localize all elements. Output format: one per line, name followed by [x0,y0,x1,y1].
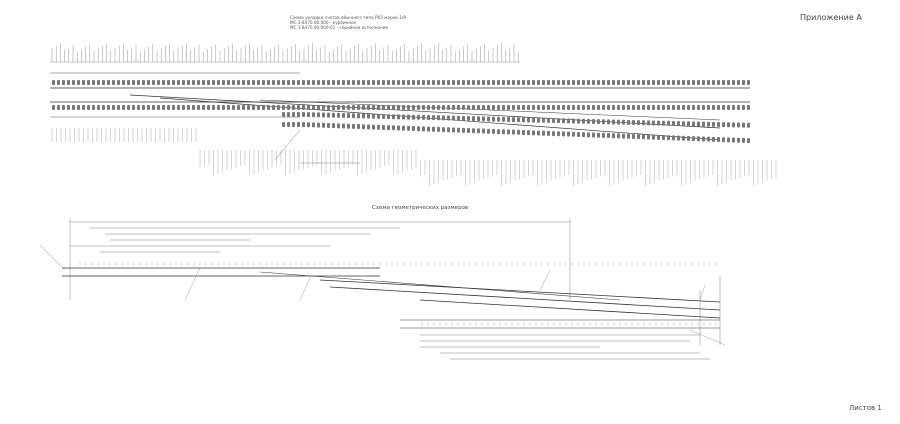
title-line-1: Схема укладки счетов обычного типа Р65 м… [290,15,406,20]
main-rails [50,72,750,118]
geometry-ticks [79,262,717,326]
title-line-3: МС 3.8470.00.000-01 - серийное исполнени… [290,25,389,31]
leader-lines [274,129,360,164]
appendix-label: Приложение А [800,13,862,22]
sheet-count: Листов 1 [849,404,882,412]
geometry-main-track [62,267,721,329]
sleepers [52,80,750,144]
bottom-dimension-ticks [51,128,777,186]
radius-leaders [39,244,726,346]
title-line-2: МС 3.8470.00.000 - курбинное [290,20,357,26]
bottom-dimension-chains [420,276,721,360]
top-dimension-ticks [50,43,520,63]
top-dimension-chains [69,218,571,300]
sleeper-layout-scheme [50,43,777,186]
drawing-title: Схема укладки счетов обычного типа Р65 м… [290,15,430,31]
geometry-title: Схема геометрических размеров [372,205,469,211]
geometry-scheme [39,218,726,360]
